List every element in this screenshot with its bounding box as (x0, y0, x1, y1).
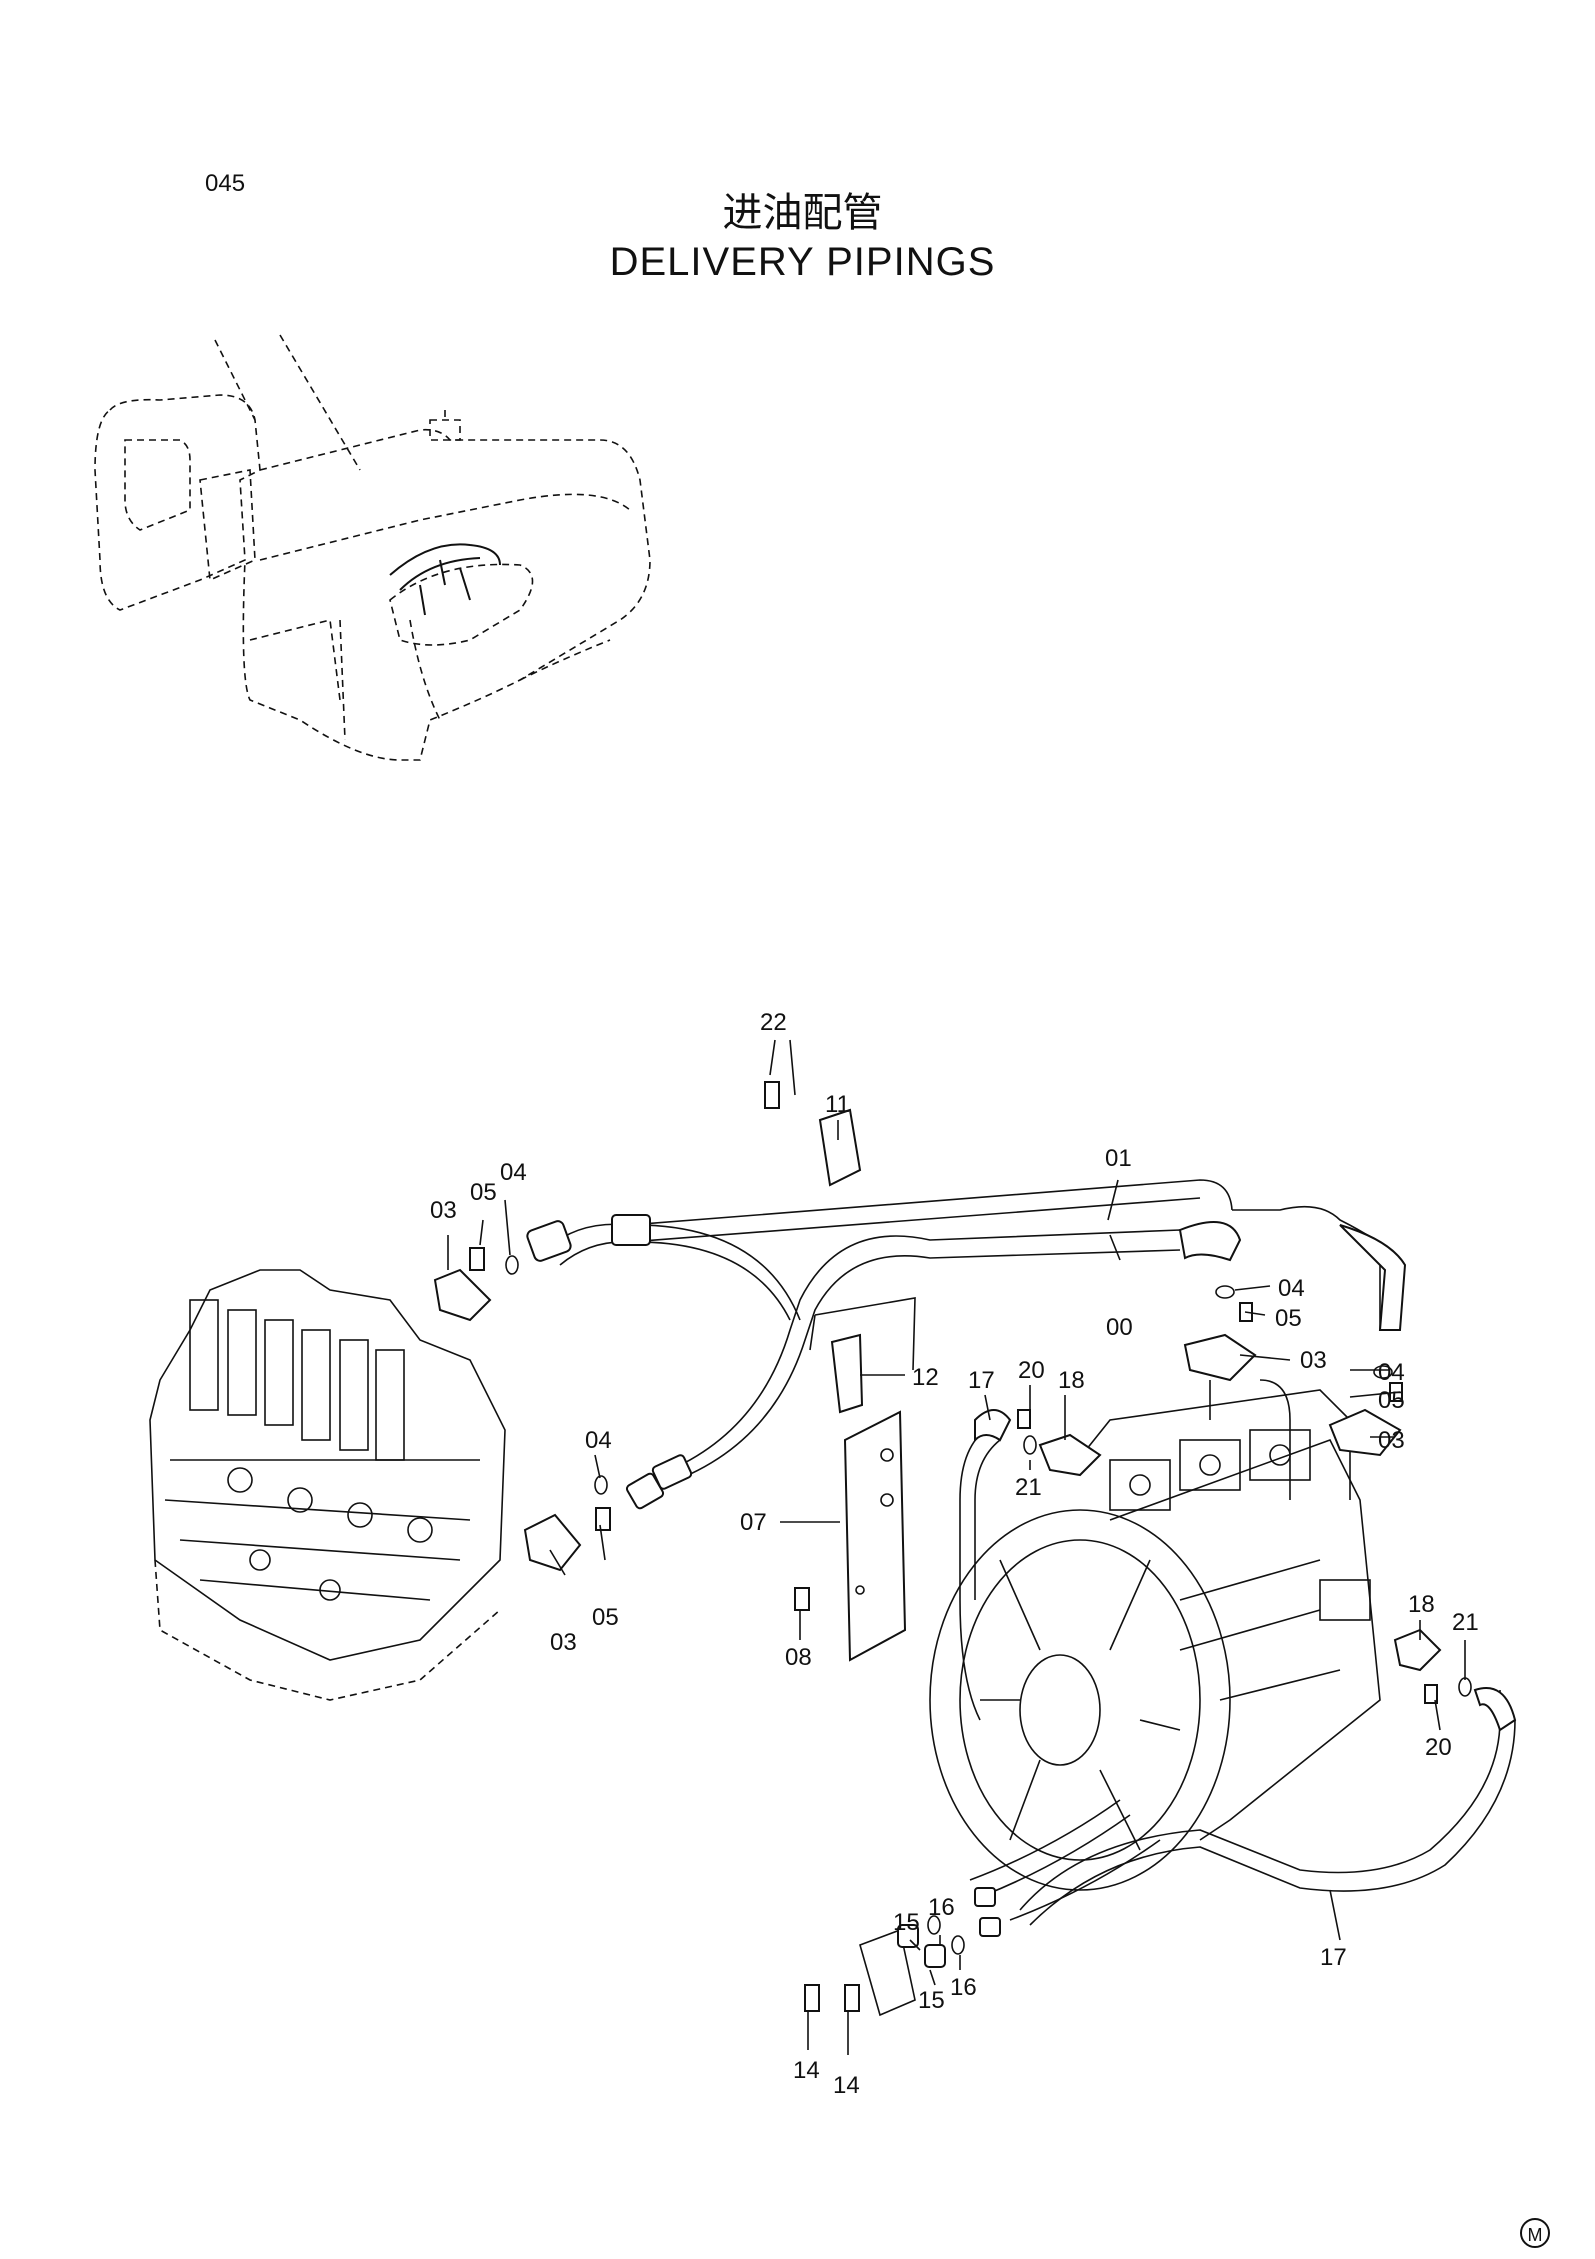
callout-21: 21 (1015, 1474, 1042, 1501)
callout-05: 05 (470, 1179, 497, 1206)
callout-12: 12 (912, 1364, 939, 1391)
callout-18: 18 (1408, 1591, 1435, 1618)
callout-16: 16 (928, 1894, 955, 1921)
callout-14: 14 (833, 2072, 860, 2099)
callout-20: 20 (1018, 1357, 1045, 1384)
callout-03: 03 (430, 1197, 457, 1224)
callout-labels: 22 11 01 00 03 05 04 04 05 03 03 05 04 0… (430, 1009, 1479, 2099)
callout-03: 03 (1300, 1347, 1327, 1374)
callout-01: 01 (1105, 1145, 1132, 1172)
callout-18: 18 (1058, 1367, 1085, 1394)
callout-17: 17 (1320, 1944, 1347, 1971)
callout-00: 00 (1106, 1314, 1133, 1341)
callout-03: 03 (1378, 1427, 1405, 1454)
callout-11: 11 (825, 1091, 850, 1118)
callout-04: 04 (1278, 1275, 1305, 1302)
title-chinese: 进油配管 (722, 190, 883, 236)
m-mark-icon: M (1520, 2218, 1550, 2248)
callout-15: 15 (918, 1987, 945, 2014)
callout-05: 05 (1378, 1387, 1405, 1414)
callout-05: 05 (592, 1604, 619, 1631)
callout-21: 21 (1452, 1609, 1479, 1636)
leader-lines (447, 1039, 1466, 2055)
callout-04: 04 (1378, 1359, 1405, 1386)
callout-22: 22 (760, 1009, 787, 1036)
callout-14: 14 (793, 2057, 820, 2084)
page-number: 045 (205, 170, 246, 197)
callout-17: 17 (968, 1367, 995, 1394)
callout-04: 04 (500, 1159, 527, 1186)
main-pump (929, 1379, 1381, 1891)
control-valve (149, 1269, 506, 1701)
title-english: DELIVERY PIPINGS (609, 240, 996, 284)
callout-08: 08 (785, 1644, 812, 1671)
callout-20: 20 (1425, 1734, 1452, 1761)
callout-04: 04 (585, 1427, 612, 1454)
hoses (547, 1179, 1516, 1926)
callout-07: 07 (740, 1509, 767, 1536)
excavator-overview (94, 334, 651, 761)
callout-16: 16 (950, 1974, 977, 2001)
fittings (433, 1081, 1517, 2017)
callout-05: 05 (1275, 1305, 1302, 1332)
callout-15: 15 (893, 1909, 920, 1936)
bolt-icon (469, 1081, 1438, 2012)
callout-03: 03 (550, 1629, 577, 1656)
